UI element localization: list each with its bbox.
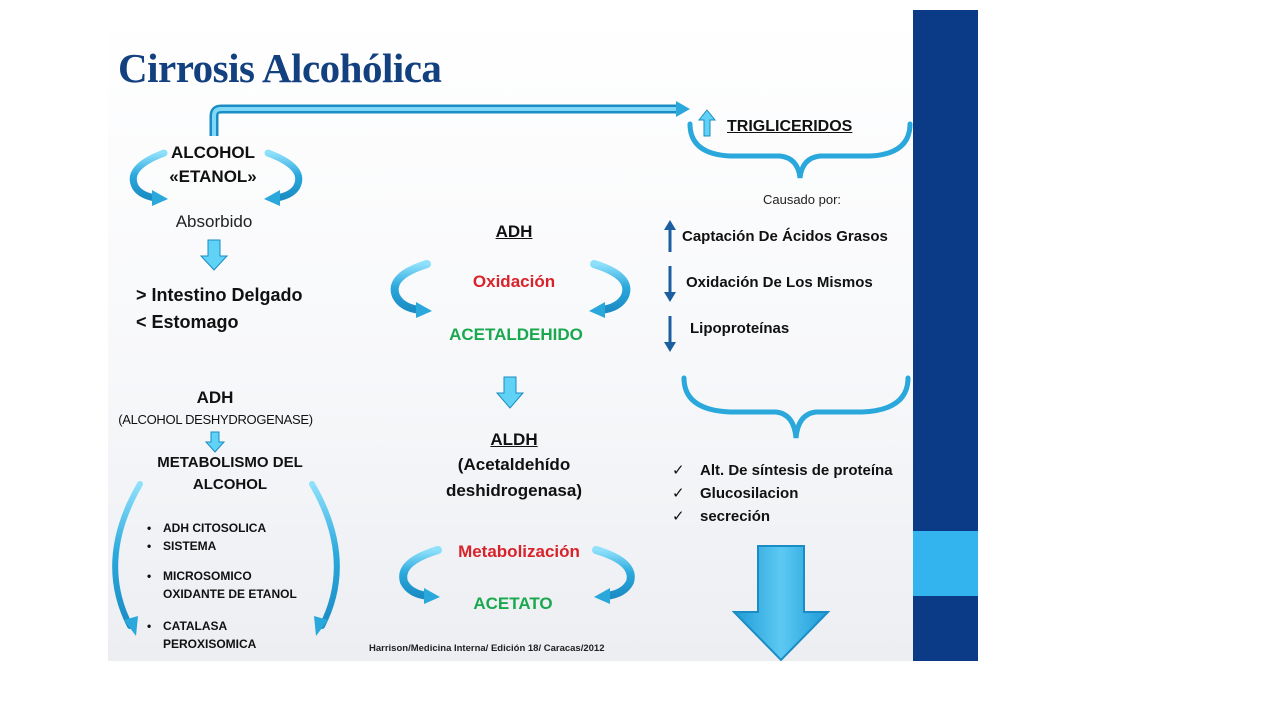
acetaldehido-label: ACETALDEHIDO	[449, 325, 583, 344]
metabolization-cycle-arrows	[399, 546, 635, 604]
metabolism-list-item-line: MICROSOMICO	[163, 569, 252, 583]
alcohol-label: ALCOHOL	[170, 143, 256, 162]
aldh-label: ALDH	[490, 430, 538, 449]
big-down-arrow-icon	[731, 545, 831, 662]
consequence-list: ✓ Alt. De síntesis de proteína ✓ Glucosilac…	[672, 459, 893, 528]
down-arrow-icon	[199, 239, 229, 271]
adh-label-left: ADH	[196, 388, 234, 407]
metabolismo-label-1: METABOLISMO DEL	[157, 454, 303, 471]
aldh-full-label-2: deshidrogenasa)	[445, 481, 583, 500]
consequence-text: Alt. De síntesis de proteína	[700, 462, 893, 479]
trigliceridos-label: TRIGLICERIDOS	[727, 118, 853, 135]
metabolism-list-item-line: PEROXISOMICA	[163, 637, 257, 651]
up-thin-arrow-icon	[664, 220, 676, 252]
metabolizacion-label: Metabolización	[458, 542, 580, 561]
check-icon: ✓	[672, 462, 685, 479]
cause-item-3: Lipoproteínas	[690, 320, 790, 337]
consequence-list-item: ✓ Alt. De síntesis de proteína	[672, 459, 893, 482]
check-icon: ✓	[672, 485, 685, 502]
side-stripe-light	[913, 531, 978, 596]
etanol-label: «ETANOL»	[169, 167, 257, 186]
metabolism-list-item: MICROSOMICO OXIDANTE DE ETANOL	[146, 567, 297, 603]
consequence-text: secreción	[700, 508, 771, 525]
metabolism-list-item-line: SISTEMA	[163, 539, 217, 553]
alcohol-cycle-arrows	[129, 149, 303, 206]
brace-bottom	[681, 375, 911, 439]
estomago-label: < Estomago	[136, 312, 239, 332]
metabolismo-label-2: ALCOHOL	[192, 476, 268, 493]
acetato-label: ACETATO	[473, 594, 553, 613]
top-connector-arrow	[209, 101, 690, 136]
down-arrow-icon	[495, 376, 525, 409]
cause-item-2: Oxidación De Los Mismos	[686, 274, 873, 291]
metabolism-list-item: CATALASA PEROXISOMICA	[146, 617, 297, 653]
intestino-label: > Intestino Delgado	[136, 285, 303, 305]
down-thin-arrow-icon	[664, 316, 676, 352]
consequence-list-item: ✓ secreción	[672, 505, 893, 528]
down-thin-arrow-icon	[664, 266, 676, 302]
cause-item-1: Captación De Ácidos Grasos	[682, 228, 888, 245]
adh-full-label: (ALCOHOL DESHYDROGENASE)	[118, 412, 313, 427]
down-arrow-icon	[204, 431, 226, 453]
oxidacion-label: Oxidación	[472, 272, 556, 291]
aldh-full-label-1: (Acetaldehído	[457, 455, 571, 474]
metabolism-list-item: ADH CITOSOLICA	[146, 519, 297, 537]
citation-text: Harrison/Medicina Interna/ Edición 18/ C…	[369, 643, 605, 654]
causado-label: Causado por:	[762, 192, 842, 207]
check-icon: ✓	[672, 508, 685, 525]
metabolism-list-item: SISTEMA	[146, 537, 297, 555]
metabolism-side-arcs	[112, 481, 340, 636]
adh-label-middle: ADH	[495, 222, 533, 241]
metabolism-list-item-line: ADH CITOSOLICA	[163, 521, 267, 535]
brace-top	[687, 121, 913, 179]
oxidation-cycle-arrows	[390, 260, 631, 318]
consequence-text: Glucosilacion	[700, 485, 799, 502]
absorbido-label: Absorbido	[175, 212, 253, 231]
consequence-list-item: ✓ Glucosilacion	[672, 482, 893, 505]
metabolism-list-item-line: OXIDANTE DE ETANOL	[163, 587, 297, 601]
up-arrow-icon	[697, 109, 717, 137]
metabolism-list: ADH CITOSOLICA SISTEMA MICROSOMICO OXIDANTE…	[146, 519, 297, 653]
metabolism-list-item-line: CATALASA	[163, 619, 228, 633]
page-title: Cirrosis Alcohólica	[118, 45, 442, 91]
